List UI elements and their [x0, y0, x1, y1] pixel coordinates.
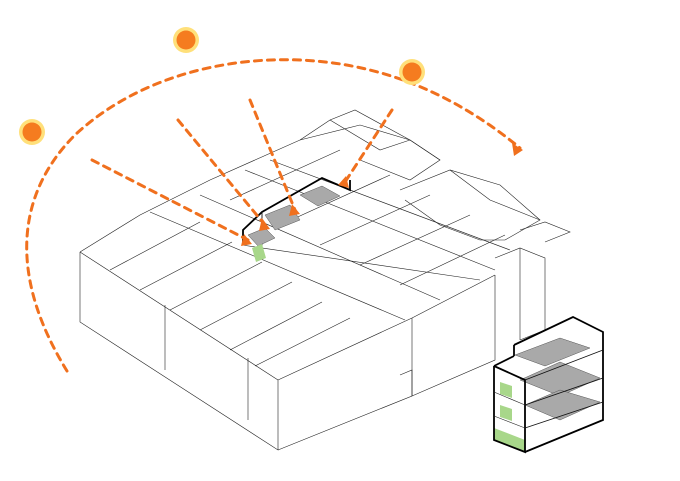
sun-icon: [399, 59, 425, 85]
sun-path-arrowhead-icon: [512, 143, 523, 156]
sun-rays: [90, 98, 394, 246]
arrowhead-icon: [259, 218, 270, 231]
roof-light-slot: [242, 176, 351, 262]
arrowhead-icon: [338, 176, 349, 188]
arrowhead-icon: [241, 234, 252, 246]
sun-icon: [19, 119, 45, 145]
sun-icon: [173, 27, 199, 53]
sun-path-arc: [25, 58, 522, 373]
section-detail-block: [493, 315, 604, 454]
main-building-volume: [79, 109, 571, 451]
arrowhead-icon: [289, 204, 300, 216]
